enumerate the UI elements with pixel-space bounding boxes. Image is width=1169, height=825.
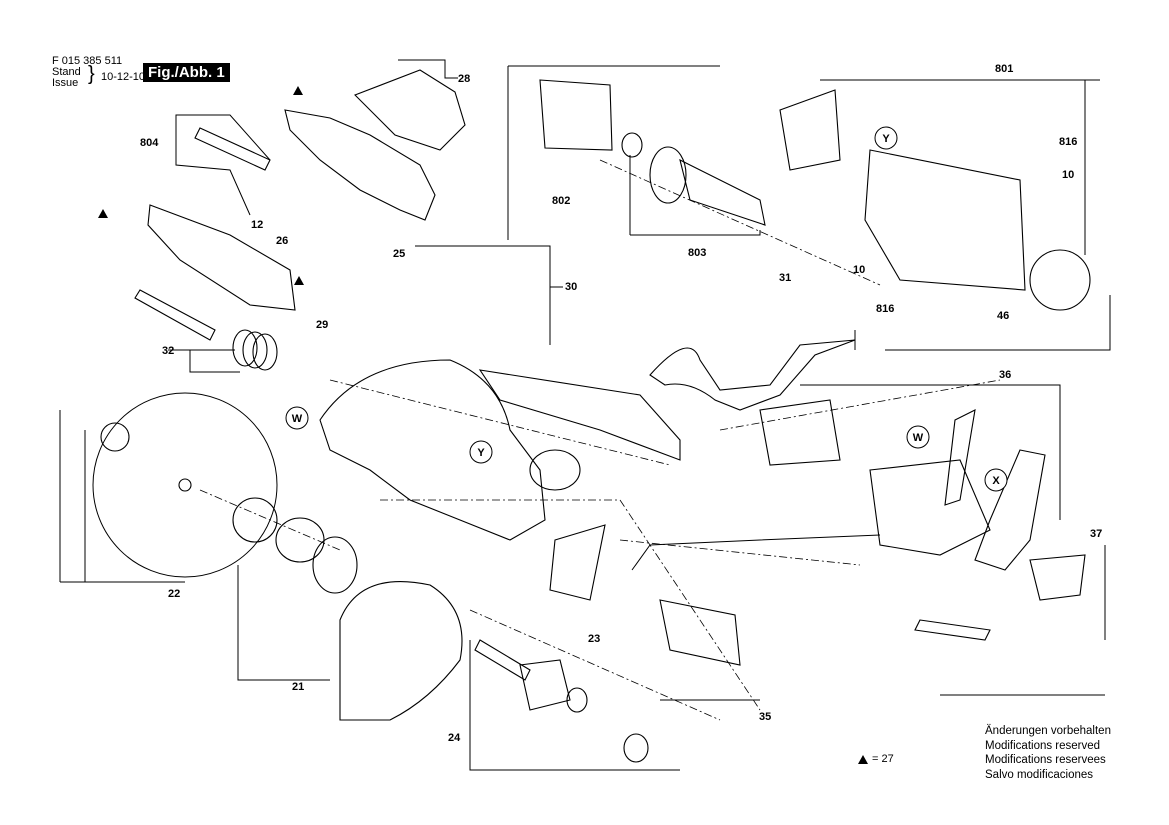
marker-letter: X — [992, 475, 1000, 487]
callout-label: 24 — [448, 732, 461, 744]
callout-label: 35 — [759, 711, 771, 723]
triangle-icon — [293, 86, 303, 95]
triangle-legend: = 27 — [858, 753, 894, 765]
callout-label: 804 — [140, 137, 159, 149]
triangle-symbols — [98, 86, 304, 285]
callout-labels: 28 804 12 26 25 30 29 32 22 21 23 24 35 … — [140, 63, 1102, 744]
marker-letter: W — [913, 432, 924, 444]
callout-label: 801 — [995, 63, 1013, 75]
triangle-icon — [98, 209, 108, 218]
modification-notes: Änderungen vorbehalten Modifications res… — [985, 724, 1111, 782]
callout-label: 802 — [552, 195, 570, 207]
callout-label: 26 — [276, 235, 288, 247]
callout-label: 803 — [688, 247, 706, 259]
callout-label: 31 — [779, 272, 791, 284]
figure-label: Fig./Abb. 1 — [143, 63, 230, 82]
legend-text: = 27 — [872, 753, 894, 765]
marker-letter: Y — [882, 133, 890, 145]
issue-label: Issue — [52, 77, 79, 89]
marker-y-1: Y — [469, 440, 493, 464]
callout-label: 816 — [876, 303, 894, 315]
triangle-icon — [858, 754, 868, 764]
note-line: Salvo modificaciones — [985, 768, 1094, 781]
callout-label: 29 — [316, 319, 328, 331]
callout-label: 10 — [853, 264, 865, 276]
callout-label: 37 — [1090, 528, 1102, 540]
marker-x: X — [984, 468, 1008, 492]
callout-label: 12 — [251, 219, 263, 231]
marker-letter: Y — [477, 447, 485, 459]
note-line: Änderungen vorbehalten — [985, 725, 1111, 737]
callout-label: 25 — [393, 248, 405, 260]
callout-label: 22 — [168, 588, 180, 600]
marker-letter: W — [292, 413, 303, 425]
callout-label: 32 — [162, 345, 174, 357]
brace-glyph: } — [88, 63, 95, 85]
callout-label: 30 — [565, 281, 577, 293]
callout-label: 816 — [1059, 136, 1077, 148]
part-number: F 015 385 511 — [52, 55, 123, 67]
circle-markers: W W Y Y X — [285, 126, 1008, 492]
stand-label: Stand — [52, 66, 81, 78]
callout-label: 10 — [1062, 169, 1074, 181]
callout-label: 23 — [588, 633, 600, 645]
callout-label: 21 — [292, 681, 304, 693]
marker-w-1: W — [285, 406, 309, 430]
callout-label: 28 — [458, 73, 470, 85]
note-line: Modifications reserved — [985, 739, 1101, 752]
marker-w-2: W — [906, 425, 930, 449]
callout-label: 36 — [999, 369, 1011, 381]
marker-y-2: Y — [874, 126, 898, 150]
spring-drawing — [232, 329, 278, 371]
triangle-icon — [294, 276, 304, 285]
callout-label: 46 — [997, 310, 1009, 322]
note-line: Modifications reservees — [985, 754, 1106, 766]
issue-date: 10-12-10 — [101, 71, 146, 83]
